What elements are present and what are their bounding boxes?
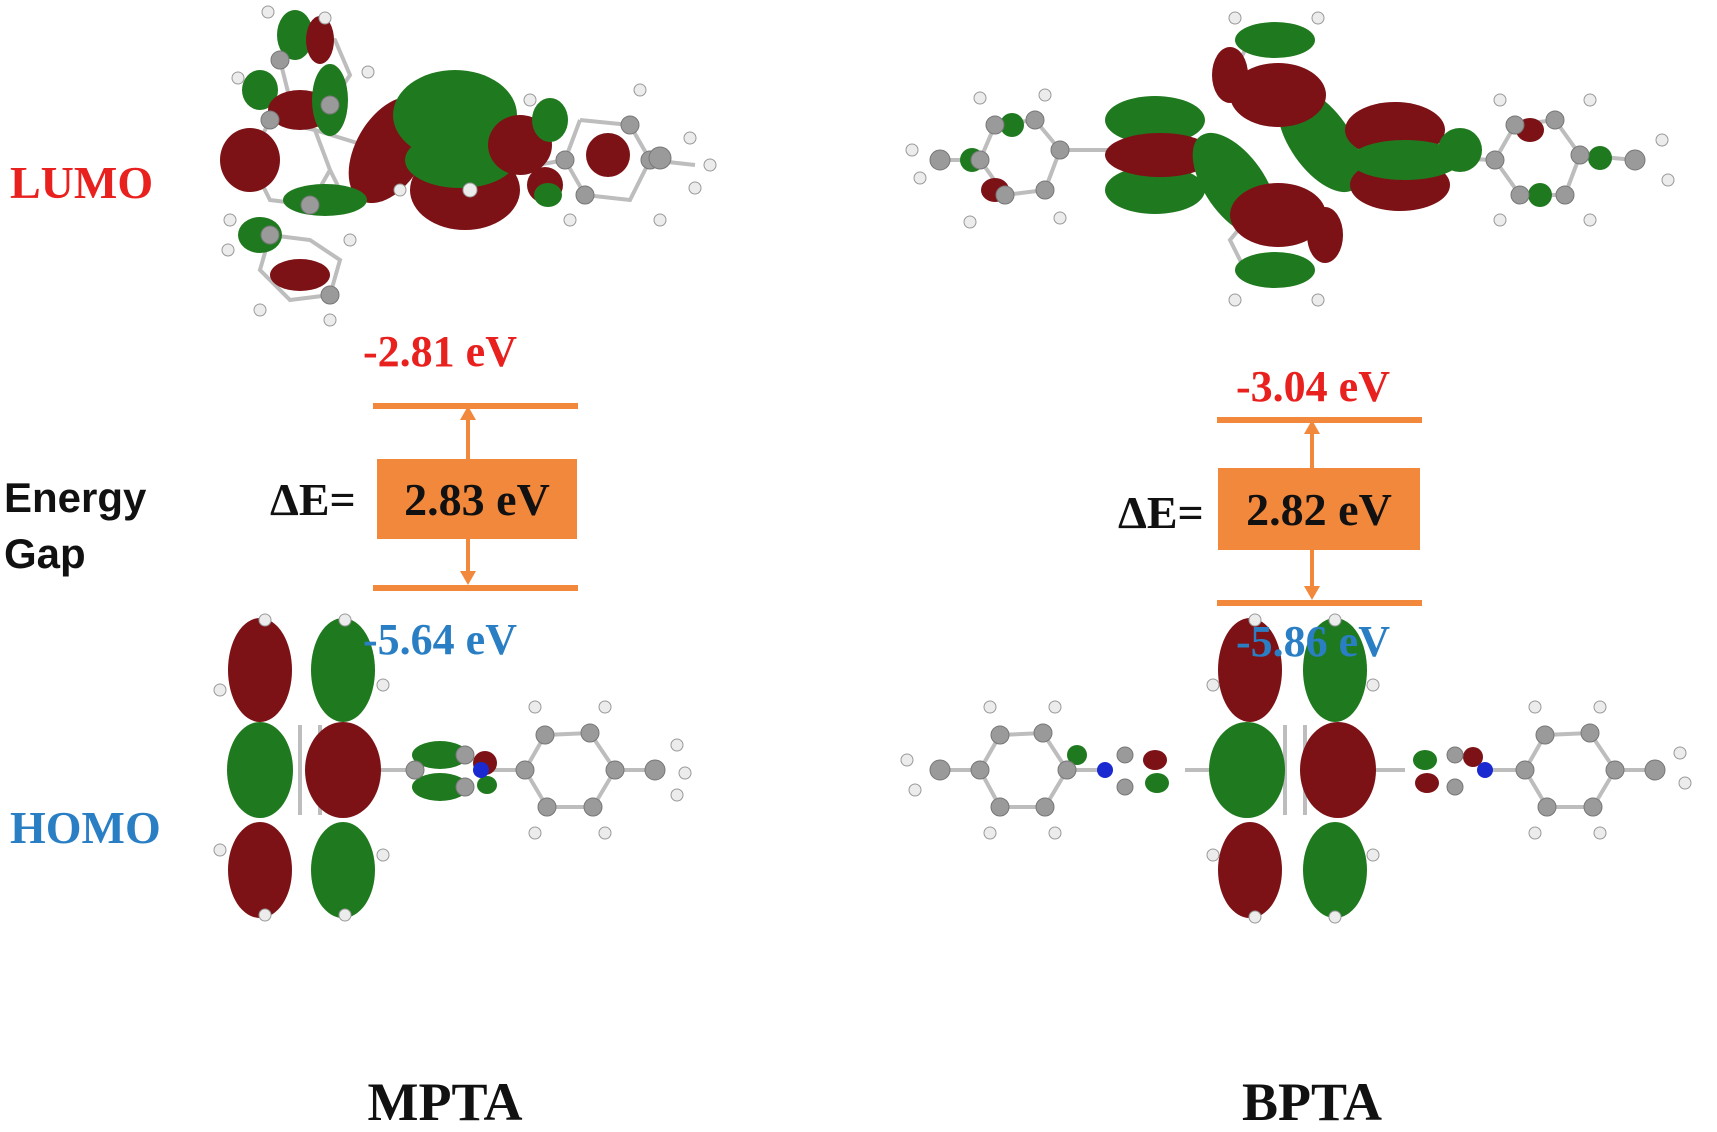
bpta-gap-box: 2.82 eV	[1218, 468, 1420, 550]
mpta-homo-energy: -5.64 eV	[363, 615, 517, 664]
mpta-gap-box: 2.83 eV	[377, 459, 577, 539]
bpta-down-arrow-head	[1304, 586, 1320, 600]
bpta-homo-level-line	[1217, 600, 1422, 606]
bpta-lumo-orbital-image	[905, 11, 1675, 307]
bpta-lumo-energy: -3.04 eV	[1236, 362, 1390, 411]
mpta-molecule-name: MPTA	[367, 1072, 523, 1132]
mpta-gap-value: 2.83 eV	[404, 473, 550, 525]
energy-gap-row-label: Energy Gap	[4, 470, 146, 582]
homo-row-label: HOMO	[10, 802, 161, 853]
bpta-homo-orbital-image	[900, 613, 1692, 924]
bpta-molecule-name: BPTA	[1241, 1072, 1382, 1132]
energy-gap-label-line1: Energy	[4, 474, 147, 521]
mpta-lumo-orbital-image	[220, 5, 717, 327]
mpta-delta-e-label: ΔE=	[270, 474, 356, 525]
bpta-homo-energy: -5.86 eV	[1236, 617, 1390, 666]
mpta-up-arrow-head	[460, 406, 476, 420]
mpta-homo-level-line	[373, 585, 578, 591]
bpta-gap-value: 2.82 eV	[1246, 483, 1392, 535]
mpta-homo-orbital-image	[213, 613, 692, 922]
bpta-delta-e-label: ΔE=	[1118, 487, 1204, 538]
energy-gap-label-line2: Gap	[4, 530, 86, 577]
mpta-lumo-energy: -2.81 eV	[363, 327, 517, 376]
bpta-lumo-level-line	[1217, 417, 1422, 423]
mpta-down-arrow-head	[460, 571, 476, 585]
mpta-lumo-level-line	[373, 403, 578, 409]
bpta-up-arrow-head	[1304, 420, 1320, 434]
lumo-row-label: LUMO	[10, 157, 154, 208]
